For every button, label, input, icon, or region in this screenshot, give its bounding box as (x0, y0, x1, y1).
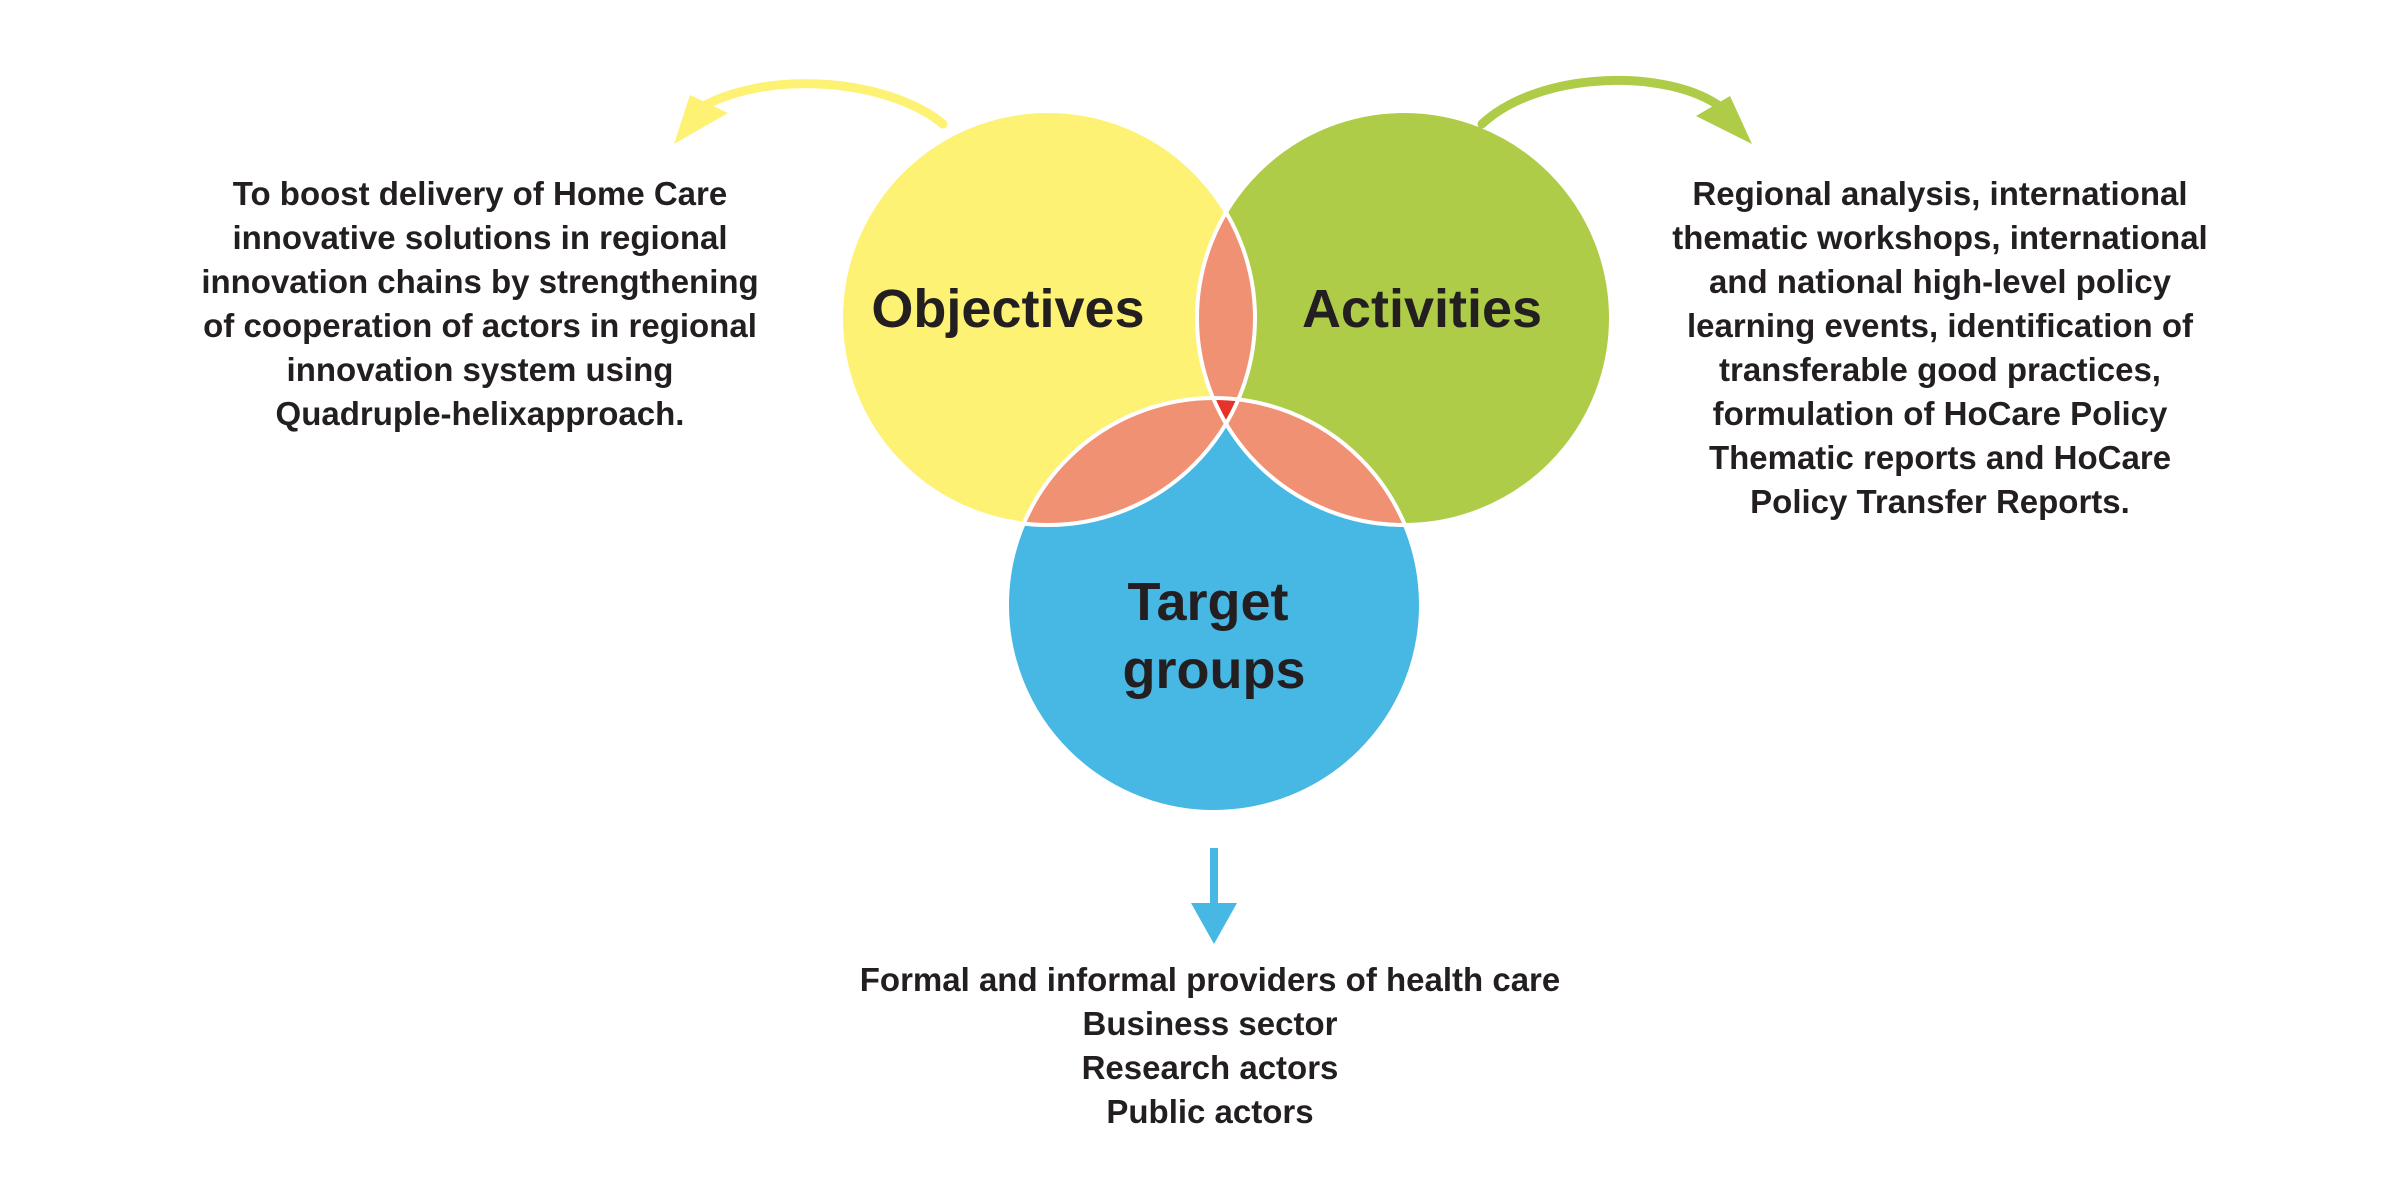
activities-description-line: Regional analysis, international (1692, 175, 2188, 212)
objectives-description: To boost delivery of Home Care innovativ… (140, 172, 820, 436)
target-groups-description-line: Research actors (1081, 1049, 1339, 1086)
target-groups-outline (1005, 396, 1423, 814)
objectives-description-line: innovation system using (286, 351, 674, 388)
objectives-outline (839, 109, 1257, 527)
activities-label: Activities (1302, 279, 1542, 339)
target-groups-label-line-2: groups (1123, 640, 1306, 700)
target-groups-description-line: Business sector (1082, 1005, 1338, 1042)
objectives-description-line: innovation chains by strengthening (201, 263, 759, 300)
activities-description-line: Policy Transfer Reports. (1750, 483, 2130, 520)
activities-description-line: Thematic reports and HoCare (1708, 439, 2172, 476)
objectives-label: Objectives (871, 279, 1144, 339)
activities-description-line: formulation of HoCare Policy (1712, 395, 2168, 432)
objectives-description-line: of cooperation of actors in regional (203, 307, 757, 344)
target-groups-description: Formal and informal providers of health … (800, 958, 1620, 1134)
activities-description: Regional analysis, international themati… (1600, 172, 2280, 524)
target-groups-description-line: Formal and informal providers of health … (859, 961, 1561, 998)
activities-target-overlap (1197, 398, 1421, 525)
arrow-down-icon (1191, 848, 1237, 944)
target-groups-label-line-1: Target (1127, 572, 1288, 632)
activities-description-line: thematic workshops, international (1672, 219, 2208, 256)
target-groups-description-line: Public actors (1106, 1093, 1314, 1130)
activities-description-line: and national high-level policy (1708, 263, 2172, 300)
objectives-description-line: To boost delivery of Home Care (232, 175, 728, 212)
objectives-description-line: Quadruple-helixapproach. (275, 395, 685, 432)
objectives-description-line: innovative solutions in regional (232, 219, 728, 256)
activities-description-line: learning events, identification of (1686, 307, 2194, 344)
curved-arrow-left-icon (674, 79, 948, 144)
activities-description-line: transferable good practices, (1719, 351, 2161, 388)
curved-arrow-right-icon (1477, 75, 1752, 144)
objectives-target-overlap (1007, 398, 1255, 525)
